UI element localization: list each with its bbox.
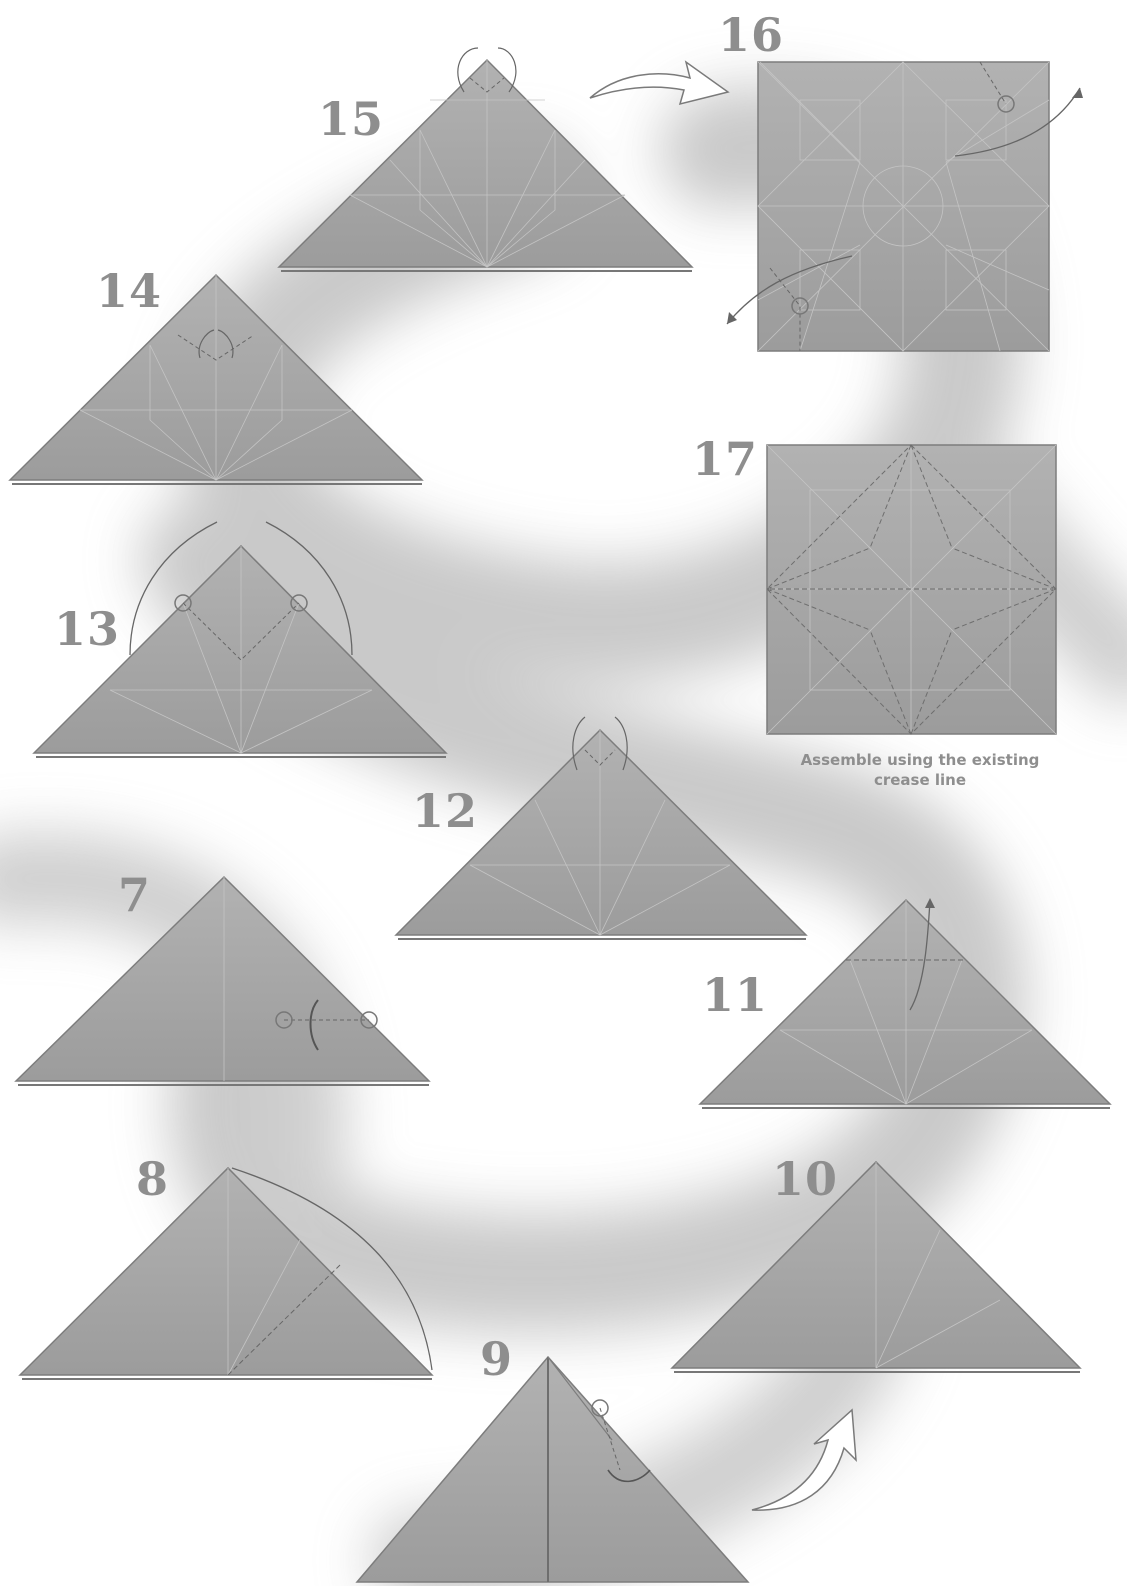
step-number-10: 10: [772, 1156, 838, 1202]
assemble-caption: Assemble using the existing crease line: [790, 750, 1050, 790]
step-number-11: 11: [702, 972, 768, 1018]
step-number-15: 15: [318, 96, 384, 142]
step-number-12: 12: [412, 788, 478, 834]
step-number-17: 17: [692, 436, 758, 482]
step-number-16: 16: [718, 12, 784, 58]
big-arrow-icon: [590, 62, 728, 104]
step-number-13: 13: [54, 606, 120, 652]
step-number-9: 9: [480, 1336, 513, 1382]
step-number-7: 7: [118, 872, 151, 918]
step-16-diagram: [727, 62, 1083, 351]
step-number-8: 8: [136, 1156, 169, 1202]
step-number-14: 14: [96, 268, 162, 314]
step-17-diagram: [767, 445, 1056, 734]
